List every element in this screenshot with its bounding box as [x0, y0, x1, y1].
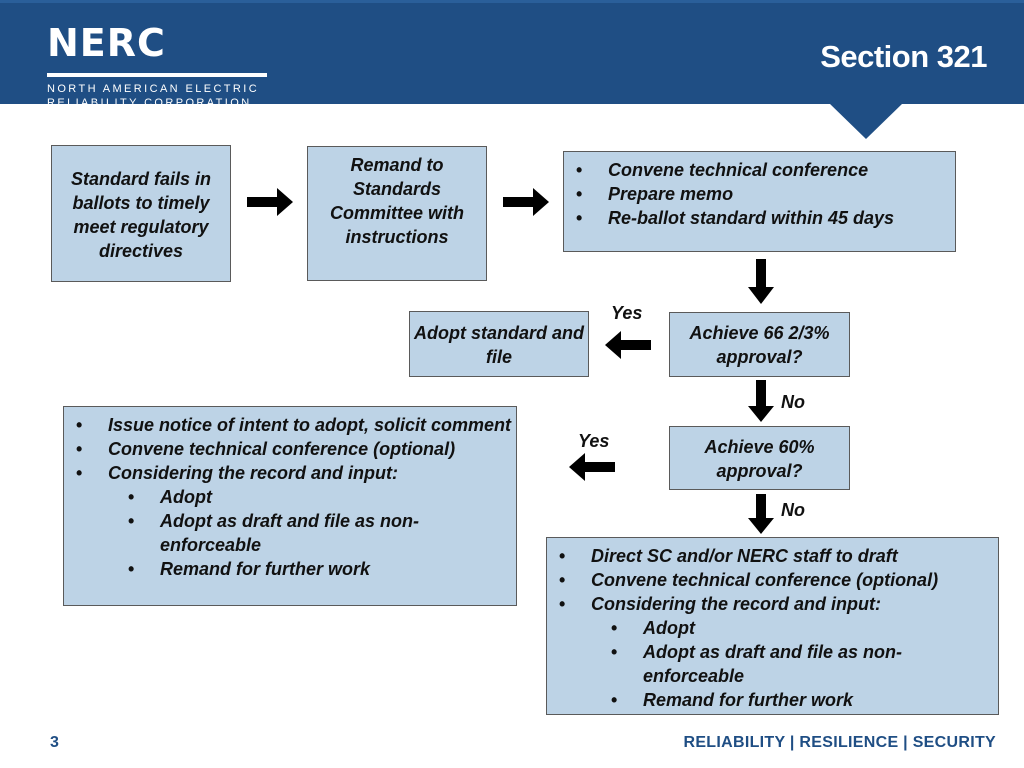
logo-wordmark: NERC [47, 21, 166, 65]
direct-subitem: Adopt [547, 616, 994, 640]
direct-list: Direct SC and/or NERC staff to draft Con… [547, 544, 994, 712]
arrow-right-1 [247, 188, 293, 216]
label-yes-60: Yes [578, 431, 610, 451]
direct-subitem: Remand for further work [547, 688, 994, 712]
box-direct-sc: Direct SC and/or NERC staff to draft Con… [546, 537, 999, 715]
notice-item: Convene technical conference (optional) [64, 437, 512, 461]
box-notice-of-intent: Issue notice of intent to adopt, solicit… [63, 406, 517, 606]
notice-item: Issue notice of intent to adopt, solicit… [64, 413, 512, 437]
header-notch [829, 103, 903, 139]
direct-item: Convene technical conference (optional) [547, 568, 994, 592]
box-remand-text: Remand to Standards Committee with instr… [329, 155, 464, 247]
direct-item: Direct SC and/or NERC staff to draft [547, 544, 994, 568]
notice-subitem: Adopt as draft and file as non-enforceab… [64, 509, 450, 557]
label-yes-66: Yes [611, 303, 643, 323]
arrow-down-no-60 [748, 494, 774, 534]
nerc-logo: NERC NORTH AMERICAN ELECTRIC RELIABILITY… [47, 21, 269, 109]
page-number: 3 [50, 734, 59, 751]
direct-subitem: Adopt as draft and file as non-enforceab… [547, 640, 933, 688]
label-no-60: No [781, 500, 805, 520]
arrow-left-yes-66 [605, 331, 651, 359]
arrow-down-1 [748, 259, 774, 304]
notice-list: Issue notice of intent to adopt, solicit… [64, 413, 512, 581]
box-standard-fails-text: Standard fails in ballots to timely meet… [70, 169, 212, 261]
box-achieve-60: Achieve 60% approval? [669, 426, 850, 490]
box-achieve-66-text: Achieve 66 2/3% approval? [689, 323, 830, 367]
arrow-right-2 [503, 188, 549, 216]
logo-line-1: NORTH AMERICAN ELECTRIC [47, 83, 260, 95]
convene-step-item: Prepare memo [564, 182, 951, 206]
notice-subitem: Remand for further work [64, 557, 512, 581]
box-achieve-60-text: Achieve 60% approval? [704, 437, 815, 481]
label-no-66: No [781, 392, 805, 412]
box-achieve-66: Achieve 66 2/3% approval? [669, 312, 850, 377]
box-adopt-standard-text: Adopt standard and file [414, 323, 584, 367]
convene-step-item: Convene technical conference [564, 158, 951, 182]
notice-subitem: Adopt [64, 485, 512, 509]
box-remand: Remand to Standards Committee with instr… [307, 146, 487, 281]
convene-steps-list: Convene technical conference Prepare mem… [564, 158, 951, 230]
box-standard-fails: Standard fails in ballots to timely meet… [51, 145, 231, 282]
box-convene-steps: Convene technical conference Prepare mem… [563, 151, 956, 252]
header-banner: NERC NORTH AMERICAN ELECTRIC RELIABILITY… [0, 0, 1024, 109]
direct-item: Considering the record and input: [547, 592, 994, 616]
convene-step-item: Re-ballot standard within 45 days [564, 206, 951, 230]
arrow-left-yes-60 [569, 453, 615, 481]
box-adopt-standard: Adopt standard and file [409, 311, 589, 377]
footer-tagline: RELIABILITY | RESILIENCE | SECURITY [683, 734, 996, 751]
arrow-down-no-66 [748, 380, 774, 422]
section-title: Section 321 [820, 39, 987, 74]
logo-line-2: RELIABILITY CORPORATION [47, 97, 252, 109]
logo-rule [47, 73, 267, 77]
notice-item: Considering the record and input: [64, 461, 512, 485]
